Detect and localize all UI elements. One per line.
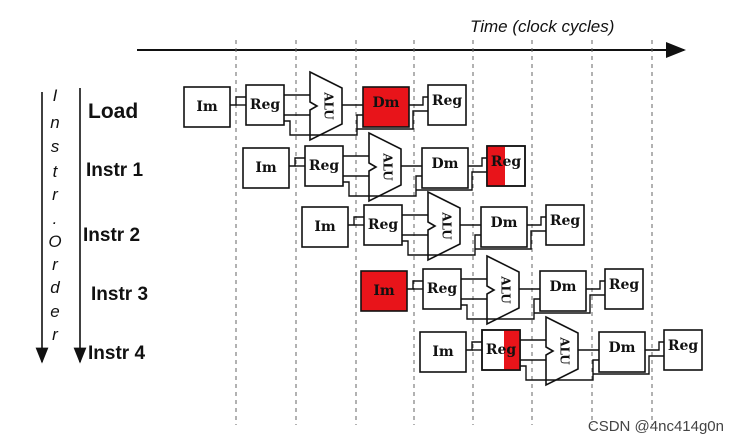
order-letter-6: . <box>53 209 58 228</box>
stage-dm <box>539 270 587 312</box>
stage-wb-outline <box>486 145 526 187</box>
stage-reg-label: Reg <box>250 97 281 113</box>
connector <box>645 341 664 351</box>
stage-reg-label: Reg <box>427 281 458 297</box>
connector-bypass <box>593 355 664 375</box>
stage-reg <box>245 84 285 126</box>
connector-bypass <box>284 114 363 136</box>
order-letter-8: r <box>52 255 59 274</box>
stage-alu-label: ALU <box>440 211 454 240</box>
row-label-instr-2: Instr 2 <box>83 225 140 246</box>
connector-bypass <box>475 230 546 250</box>
stage-im-label: Im <box>432 344 454 360</box>
pipeline-row-3: Im Reg ALU Dm Reg <box>301 190 585 262</box>
stage-dm-label: Dm <box>609 340 636 356</box>
order-letter-4: t <box>53 162 59 181</box>
stage-im <box>242 147 290 189</box>
stage-reg-highlight <box>504 330 520 370</box>
connector <box>289 157 305 167</box>
stage-dm <box>598 331 646 373</box>
time-axis-label: Time (clock cycles) <box>470 17 614 36</box>
stage-wb <box>545 204 585 246</box>
connector <box>348 216 364 226</box>
stage-wb-label: Reg <box>609 277 640 293</box>
stage-dm <box>421 147 469 189</box>
connector-bypass <box>402 234 481 256</box>
pipeline-row-4: Im Reg ALU Dm Reg <box>360 254 644 326</box>
stage-dm-label: Dm <box>373 95 400 111</box>
order-letter-2: n <box>50 113 59 132</box>
connector-bypass <box>461 298 540 320</box>
pipeline-row-5: Im Reg ALU Dm Reg <box>419 315 703 387</box>
connector <box>230 96 246 106</box>
stage-im <box>301 206 349 248</box>
stage-wb-label: Reg <box>550 213 581 229</box>
stage-im <box>419 331 467 373</box>
connector-bypass <box>343 175 422 197</box>
stage-dm <box>480 206 528 248</box>
connector-bypass <box>416 171 487 191</box>
stage-wb-highlight <box>487 146 505 186</box>
stage-alu <box>368 131 402 203</box>
connector <box>407 280 423 290</box>
stage-im <box>360 270 408 312</box>
stage-im-label: Im <box>314 219 336 235</box>
stage-reg-label: Reg <box>309 158 340 174</box>
stage-wb <box>663 329 703 371</box>
stage-alu <box>486 254 520 326</box>
connector-bypass <box>534 294 605 314</box>
stage-dm <box>362 86 410 128</box>
stage-reg-outline <box>481 329 521 371</box>
connector-bypass <box>520 359 599 381</box>
stage-im-label: Im <box>255 160 277 176</box>
connector <box>466 341 482 351</box>
row-label-instr-4: Instr 4 <box>88 343 145 364</box>
stage-alu <box>309 70 343 142</box>
order-letter-3: s <box>51 137 60 156</box>
pipeline-row-1: Im Reg ALU Dm Reg <box>183 70 467 142</box>
stage-reg-label: Reg <box>486 342 517 358</box>
order-letter-11: r <box>52 325 59 344</box>
connector <box>586 280 605 290</box>
connector <box>409 96 428 106</box>
stage-dm-label: Dm <box>432 156 459 172</box>
order-letter-9: d <box>50 278 60 297</box>
stage-dm-label: Dm <box>550 279 577 295</box>
stage-alu-label: ALU <box>558 336 572 365</box>
stage-reg <box>422 268 462 310</box>
order-letter-1: I <box>53 86 58 105</box>
stage-alu-label: ALU <box>322 91 336 120</box>
stage-alu-label: ALU <box>499 275 513 304</box>
stage-wb <box>604 268 644 310</box>
stage-reg <box>304 145 344 187</box>
watermark: CSDN @4nc414g0n <box>588 418 724 435</box>
stage-im-label: Im <box>196 99 218 115</box>
stage-im <box>183 86 231 128</box>
stage-wb-label: Reg <box>491 154 522 170</box>
stage-alu <box>427 190 461 262</box>
row-label-instr-1: Instr 1 <box>86 160 143 181</box>
row-label-load: Load <box>88 100 138 123</box>
row-label-instr-3: Instr 3 <box>91 284 148 305</box>
stage-dm-label: Dm <box>491 215 518 231</box>
connector <box>527 216 546 226</box>
stage-alu-label: ALU <box>381 152 395 181</box>
stage-reg-label: Reg <box>368 217 399 233</box>
connector <box>468 157 487 167</box>
order-letter-10: e <box>50 302 59 321</box>
order-letter-7: O <box>48 232 61 251</box>
connector-bypass <box>357 110 428 130</box>
stage-wb <box>427 84 467 126</box>
stage-reg <box>363 204 403 246</box>
pipeline-row-2: Im Reg ALU Dm Reg <box>242 131 526 203</box>
stage-alu <box>545 315 579 387</box>
stage-wb-label: Reg <box>668 338 699 354</box>
stage-im-label: Im <box>373 283 395 299</box>
order-letter-5: r <box>52 185 59 204</box>
stage-wb-label: Reg <box>432 93 463 109</box>
